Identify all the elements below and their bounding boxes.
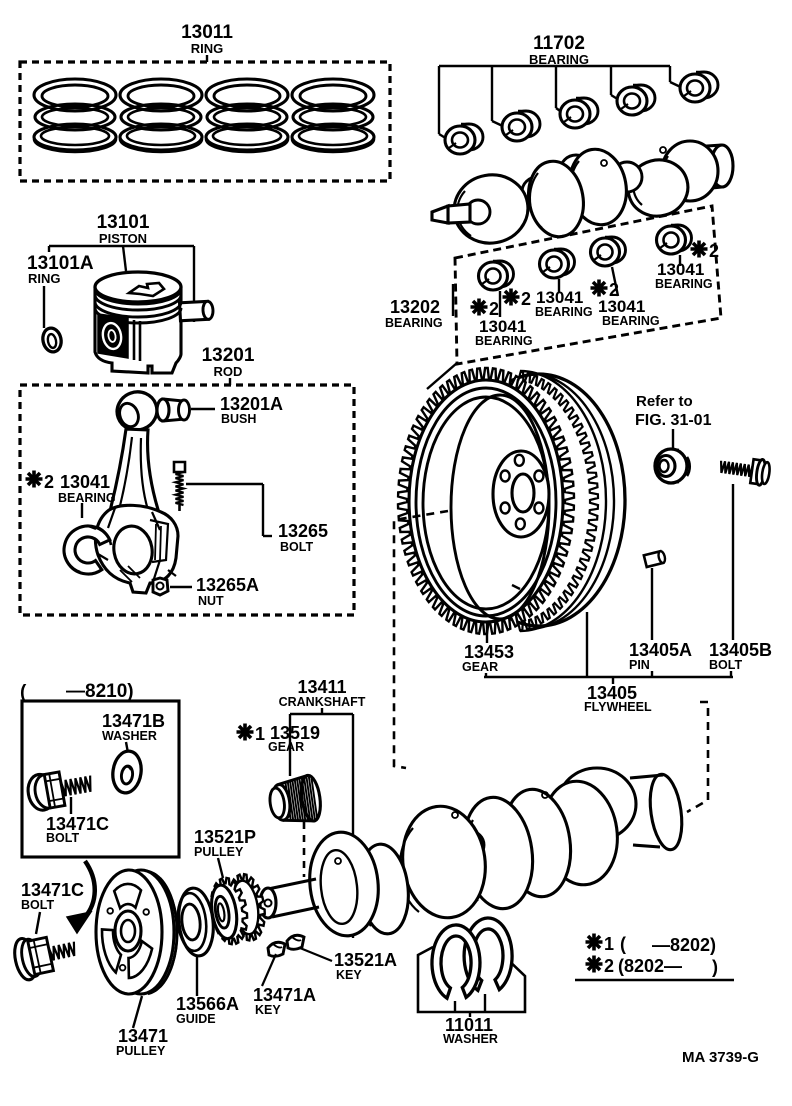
svg-text:2: 2 bbox=[709, 241, 719, 261]
svg-text:2: 2 bbox=[604, 956, 614, 976]
svg-text:13566A: 13566A bbox=[176, 994, 239, 1014]
svg-text:2: 2 bbox=[521, 289, 531, 309]
svg-text:1: 1 bbox=[255, 724, 265, 744]
svg-text:Refer to: Refer to bbox=[636, 393, 693, 410]
svg-text:PIN: PIN bbox=[629, 658, 650, 672]
svg-text:WASHER: WASHER bbox=[443, 1032, 498, 1046]
svg-text:WASHER: WASHER bbox=[102, 729, 157, 743]
svg-text:NUT: NUT bbox=[198, 594, 224, 608]
svg-text:2: 2 bbox=[609, 280, 619, 300]
svg-text:GEAR: GEAR bbox=[462, 660, 498, 674]
svg-text:): ) bbox=[712, 957, 718, 977]
svg-text:13202: 13202 bbox=[390, 297, 440, 317]
svg-text:13471B: 13471B bbox=[102, 711, 165, 731]
svg-text:ROD: ROD bbox=[214, 364, 243, 379]
svg-text:1: 1 bbox=[604, 934, 614, 954]
svg-text:BEARING: BEARING bbox=[385, 316, 443, 330]
svg-text:BEARING: BEARING bbox=[655, 277, 713, 291]
svg-text:BEARING: BEARING bbox=[529, 52, 589, 67]
svg-text:PULLEY: PULLEY bbox=[116, 1044, 166, 1058]
svg-text:13101: 13101 bbox=[97, 212, 150, 233]
svg-text:RING: RING bbox=[28, 271, 61, 286]
svg-text:13011: 13011 bbox=[181, 22, 233, 43]
svg-text:11702: 11702 bbox=[533, 33, 585, 54]
svg-text:MA 3739-G: MA 3739-G bbox=[682, 1049, 759, 1066]
svg-text:PISTON: PISTON bbox=[99, 231, 147, 246]
svg-text:FLYWHEEL: FLYWHEEL bbox=[584, 700, 652, 714]
svg-text:BEARING: BEARING bbox=[475, 334, 533, 348]
svg-text:13519: 13519 bbox=[270, 723, 320, 743]
svg-text:13521A: 13521A bbox=[334, 950, 397, 970]
svg-text:13201A: 13201A bbox=[220, 394, 283, 414]
svg-text:2: 2 bbox=[489, 299, 499, 319]
svg-text:RING: RING bbox=[191, 41, 224, 56]
svg-text:13041: 13041 bbox=[657, 260, 704, 279]
svg-text:13041: 13041 bbox=[536, 288, 583, 307]
svg-text:BEARING: BEARING bbox=[58, 491, 116, 505]
svg-text:BEARING: BEARING bbox=[602, 314, 660, 328]
svg-text:BUSH: BUSH bbox=[221, 412, 256, 426]
svg-text:—8202): —8202) bbox=[652, 935, 716, 955]
svg-text:BOLT: BOLT bbox=[21, 898, 54, 912]
svg-text:13521P: 13521P bbox=[194, 827, 256, 847]
svg-text:(8202—: (8202— bbox=[618, 956, 682, 976]
svg-text:13411: 13411 bbox=[297, 677, 346, 697]
svg-text:13471C: 13471C bbox=[21, 880, 84, 900]
svg-text:FIG. 31-01: FIG. 31-01 bbox=[635, 412, 712, 429]
svg-text:13471A: 13471A bbox=[253, 985, 316, 1005]
svg-text:PULLEY: PULLEY bbox=[194, 845, 244, 859]
svg-text:BEARING: BEARING bbox=[535, 305, 593, 319]
svg-text:2: 2 bbox=[44, 472, 54, 492]
svg-text:GEAR: GEAR bbox=[268, 740, 304, 754]
svg-text:13405B: 13405B bbox=[709, 640, 772, 660]
svg-text:13041: 13041 bbox=[479, 317, 526, 336]
svg-text:(: ( bbox=[620, 934, 626, 954]
svg-text:13453: 13453 bbox=[464, 642, 514, 662]
svg-text:13101A: 13101A bbox=[27, 253, 94, 274]
svg-text:KEY: KEY bbox=[255, 1003, 281, 1017]
svg-text:BOLT: BOLT bbox=[46, 831, 79, 845]
svg-text:13265A: 13265A bbox=[196, 575, 259, 595]
svg-text:CRANKSHAFT: CRANKSHAFT bbox=[279, 695, 366, 709]
svg-text:13471: 13471 bbox=[118, 1026, 168, 1046]
svg-text:11011: 11011 bbox=[445, 1015, 493, 1035]
svg-text:BOLT: BOLT bbox=[280, 540, 313, 554]
svg-text:13471C: 13471C bbox=[46, 814, 109, 834]
svg-text:13265: 13265 bbox=[278, 521, 328, 541]
svg-text:(: ( bbox=[20, 682, 27, 703]
svg-text:13041: 13041 bbox=[598, 297, 645, 316]
svg-text:13405A: 13405A bbox=[629, 640, 692, 660]
svg-text:KEY: KEY bbox=[336, 968, 362, 982]
svg-text:13041: 13041 bbox=[60, 472, 110, 492]
svg-text:BOLT: BOLT bbox=[709, 658, 742, 672]
svg-text:GUIDE: GUIDE bbox=[176, 1012, 216, 1026]
svg-text:13405: 13405 bbox=[587, 683, 637, 703]
svg-text:—8210): —8210) bbox=[66, 681, 134, 702]
svg-text:13201: 13201 bbox=[202, 345, 255, 366]
